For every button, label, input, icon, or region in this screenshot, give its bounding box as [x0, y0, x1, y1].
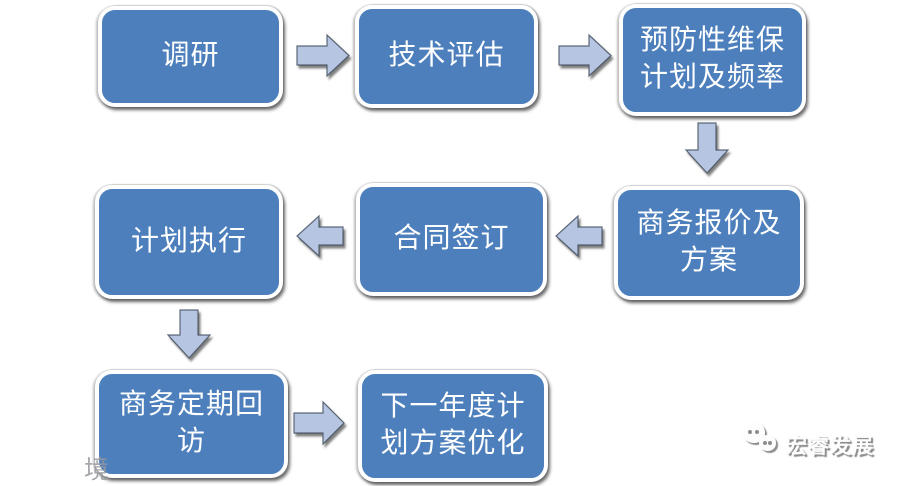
brand-name: 宏睿发展 — [786, 435, 874, 458]
node-technical-evaluation: 技术评估 — [355, 5, 538, 108]
arrow-right-icon — [558, 33, 612, 78]
node-commercial-quotation: 商务报价及 方案 — [614, 186, 804, 300]
arrow-right-icon — [293, 400, 345, 446]
node-contract-signing: 合同签订 — [356, 183, 547, 296]
brand-logo: 宏睿发展 — [740, 418, 874, 460]
wechat-bubble-small — [759, 435, 776, 451]
arrow-left-icon — [555, 213, 603, 259]
node-preventive-maintenance-plan: 预防性维保 计划及频率 — [619, 4, 806, 116]
node-plan-execution: 计划执行 — [95, 185, 283, 299]
arrow-right-icon — [296, 33, 350, 78]
watermark-text: 境 — [84, 456, 110, 484]
node-next-year-plan-optimization: 下一年度计 划方案优化 — [358, 370, 548, 482]
wechat-icon — [740, 418, 780, 460]
arrow-down-icon — [684, 122, 730, 174]
arrow-down-icon — [166, 309, 212, 359]
node-research: 调研 — [98, 6, 283, 107]
arrow-left-icon — [296, 213, 344, 259]
node-regular-follow-up: 商务定期回 访 — [95, 370, 288, 478]
